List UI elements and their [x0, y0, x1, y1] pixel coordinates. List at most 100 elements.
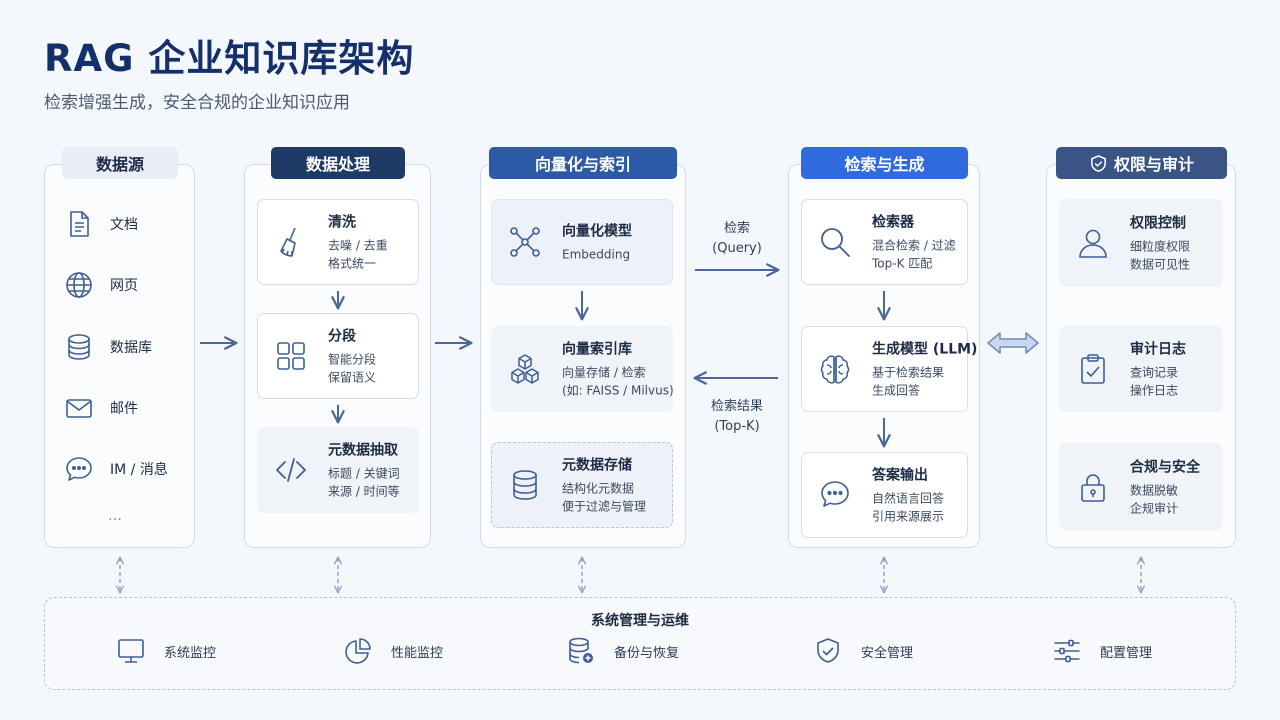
query-label-line1: 检索	[723, 221, 750, 236]
card-metadata-storage[interactable]: 元数据存储 结构化元数据 便于过滤与管理	[491, 442, 673, 528]
ops-item-backup-restore[interactable]: 备份与恢复	[566, 635, 679, 667]
mail-icon	[64, 393, 94, 423]
ops-item-security-management[interactable]: 安全管理	[813, 635, 913, 667]
cubes-icon	[508, 352, 542, 386]
card-title: 权限控制	[1130, 215, 1186, 232]
source-item-im[interactable]: IM / 消息	[64, 452, 168, 486]
card-line: 保留语义	[328, 370, 377, 385]
card-line: 自然语言回答	[872, 491, 945, 506]
card-title: 检索器	[872, 214, 914, 231]
shield-check-icon	[1089, 154, 1108, 173]
ops-item-performance-monitor[interactable]: 性能监控	[343, 635, 443, 667]
card-title: 生成模型 (LLM)	[872, 341, 978, 358]
pie-chart-icon	[343, 636, 373, 666]
page-title: RAG 企业知识库架构	[44, 37, 415, 80]
card-access-control[interactable]: 权限控制 细粒度权限 数据可见性	[1059, 199, 1223, 287]
card-line: 去噪 / 去重	[328, 238, 388, 253]
card-line: Top-K 匹配	[872, 256, 933, 271]
card-title: 审计日志	[1130, 341, 1186, 358]
card-line: Embedding	[562, 247, 631, 262]
source-item-web[interactable]: 网页	[64, 268, 138, 302]
security-header-label: 权限与审计	[1113, 155, 1194, 174]
retrieval-header: 检索与生成	[801, 147, 968, 179]
ops-label: 性能监控	[391, 645, 444, 661]
brain-icon	[818, 352, 852, 386]
grid-icon	[274, 339, 308, 373]
card-line: 数据可见性	[1130, 257, 1191, 272]
card-title: 元数据存储	[562, 457, 632, 474]
result-label-line2: (Top-K)	[714, 419, 760, 434]
card-vector-index[interactable]: 向量索引库 向量存储 / 检索 (如: FAISS / Milvus)	[491, 326, 674, 412]
source-item-document[interactable]: 文档	[64, 207, 138, 241]
clipboard-icon	[1076, 352, 1110, 386]
page-subtitle: 检索增强生成，安全合规的企业知识应用	[44, 93, 350, 113]
card-title: 合规与安全	[1130, 459, 1200, 475]
storage-icon	[508, 468, 542, 502]
data-sources-header: 数据源	[62, 147, 178, 179]
card-line: 标题 / 关键词	[328, 466, 400, 481]
card-line: 结构化元数据	[562, 481, 635, 496]
card-embedding-model[interactable]: 向量化模型 Embedding	[491, 199, 673, 285]
card-audit-log[interactable]: 审计日志 查询记录 操作日志	[1059, 326, 1223, 412]
card-line: 企规审计	[1130, 501, 1179, 515]
ops-label: 配置管理	[1100, 645, 1153, 661]
card-line: 便于过滤与管理	[562, 499, 647, 514]
ops-label: 系统监控	[164, 645, 217, 661]
source-label: 数据库	[110, 340, 152, 356]
source-label: 网页	[110, 278, 138, 294]
card-line: 数据脱敏	[1130, 483, 1179, 497]
document-icon	[64, 209, 94, 239]
card-title: 向量化模型	[562, 223, 632, 240]
ops-title: 系统管理与运维	[591, 613, 689, 629]
ops-item-system-monitor[interactable]: 系统监控	[116, 635, 216, 667]
source-item-mail[interactable]: 邮件	[64, 391, 138, 425]
card-line: 操作日志	[1130, 383, 1179, 398]
query-label-line2: (Query)	[712, 241, 762, 256]
card-retriever[interactable]: 检索器 混合检索 / 过滤 Top-K 匹配	[801, 199, 968, 285]
card-chunking[interactable]: 分段 智能分段 保留语义	[257, 313, 419, 399]
more-sources-ellipsis: …	[108, 508, 122, 524]
code-icon	[274, 453, 308, 487]
processing-header: 数据处理	[271, 147, 405, 179]
ops-item-config-management[interactable]: 配置管理	[1052, 635, 1152, 667]
ops-panel: 系统管理与运维	[44, 597, 1236, 690]
card-line: 混合检索 / 过滤	[872, 238, 956, 253]
card-line: 智能分段	[328, 352, 377, 367]
result-flow-label: 检索结果 (Top-K)	[697, 397, 777, 437]
lock-icon	[1076, 470, 1110, 504]
arrow-retrieval-security-bidirectional	[987, 332, 1039, 354]
card-line: 细粒度权限	[1130, 239, 1191, 254]
card-cleaning[interactable]: 清洗 去噪 / 去重 格式统一	[257, 199, 419, 285]
card-llm[interactable]: 生成模型 (LLM) 基于检索结果 生成回答	[801, 326, 977, 412]
card-line: 来源 / 时间等	[328, 484, 400, 499]
card-answer-output[interactable]: 答案输出 自然语言回答 引用来源展示	[801, 452, 968, 538]
source-label: IM / 消息	[110, 462, 168, 478]
chat-icon	[64, 454, 94, 484]
ops-label: 安全管理	[861, 645, 914, 661]
card-line: (如: FAISS / Milvus)	[562, 383, 674, 398]
user-icon	[1076, 226, 1110, 260]
source-item-database[interactable]: 数据库	[64, 330, 152, 364]
shield-icon	[813, 636, 843, 666]
card-line: 基于检索结果	[872, 365, 945, 380]
database-icon	[64, 332, 94, 362]
backup-icon	[566, 636, 596, 666]
network-icon	[508, 225, 542, 259]
card-title: 答案输出	[872, 467, 928, 484]
card-line: 生成回答	[872, 383, 921, 398]
query-flow-label: 检索 (Query)	[697, 219, 777, 259]
source-label: 邮件	[110, 401, 138, 417]
card-line: 查询记录	[1130, 365, 1179, 380]
card-title: 清洗	[328, 214, 356, 231]
card-line: 向量存储 / 检索	[562, 365, 646, 380]
card-title: 向量索引库	[562, 341, 632, 358]
card-compliance[interactable]: 合规与安全 数据脱敏 企规审计	[1059, 443, 1223, 530]
card-line: 引用来源展示	[872, 509, 945, 524]
broom-icon	[274, 225, 308, 259]
card-line: 格式统一	[328, 256, 377, 271]
card-metadata-extraction[interactable]: 元数据抽取 标题 / 关键词 来源 / 时间等	[257, 427, 419, 513]
answer-icon	[818, 478, 852, 512]
card-title: 元数据抽取	[328, 442, 398, 459]
source-label: 文档	[110, 217, 138, 233]
ops-label: 备份与恢复	[614, 645, 680, 661]
